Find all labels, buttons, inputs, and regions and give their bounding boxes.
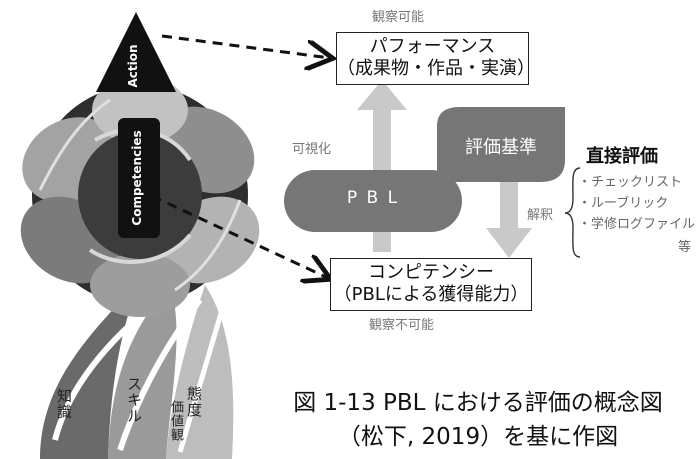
performance-subtitle: （成果物・作品・実演） [337,58,535,79]
list-item-learning-log: ・学修ログファイル [578,217,696,232]
visualize-arrow [357,80,407,252]
strand-values-label: 価値観 [168,400,183,442]
performance-box: パフォーマンス （成果物・作品・実演） [336,32,535,85]
list-etc: 等 [678,240,692,255]
unobservable-caption: 観察不可能 [369,318,435,333]
direct-evaluation-list: ・チェックリスト ・ルーブリック ・学修ログファイル [578,172,695,235]
figure-caption-line2: （松下, 2019）を基に作図 [337,424,619,450]
competencies-to-competency-arrow [151,194,328,278]
figure-caption-line1: 図 1-13 PBL における評価の概念図 [293,390,663,416]
list-brace [564,167,581,258]
visualize-label: 可視化 [292,142,332,157]
strand-attitude-label: 態度 [185,386,203,418]
competency-subtitle: （PBLによる獲得能力） [333,284,529,305]
observable-caption: 観察可能 [372,10,425,25]
competency-box: コンピテンシー （PBLによる獲得能力） [330,258,532,311]
performance-title: パフォーマンス [369,36,496,57]
action-to-performance-arrow [161,34,330,58]
strand-knowledge-label: 知識 [55,388,73,420]
criteria-shape [437,107,565,182]
list-item-checklist: ・チェックリスト [578,175,683,190]
figure-caption: 図 1-13 PBL における評価の概念図 （松下, 2019）を基に作図 [256,386,700,454]
direct-evaluation-heading: 直接評価 [586,146,658,167]
interpret-arrow [486,130,532,258]
list-item-rubric: ・ルーブリック [578,196,669,211]
interpret-label: 解釈 [527,208,554,223]
competencies-label: Competencies [130,130,144,226]
strand-skill-label: スキル [125,376,143,424]
competency-title: コンピテンシー [368,262,494,283]
action-triangle [96,12,176,92]
criteria-label: 評価基準 [465,137,537,158]
action-label: Action [126,44,140,88]
competency-knot [20,76,260,317]
pbl-label: P B L [346,188,400,208]
pbl-shape [284,170,462,232]
